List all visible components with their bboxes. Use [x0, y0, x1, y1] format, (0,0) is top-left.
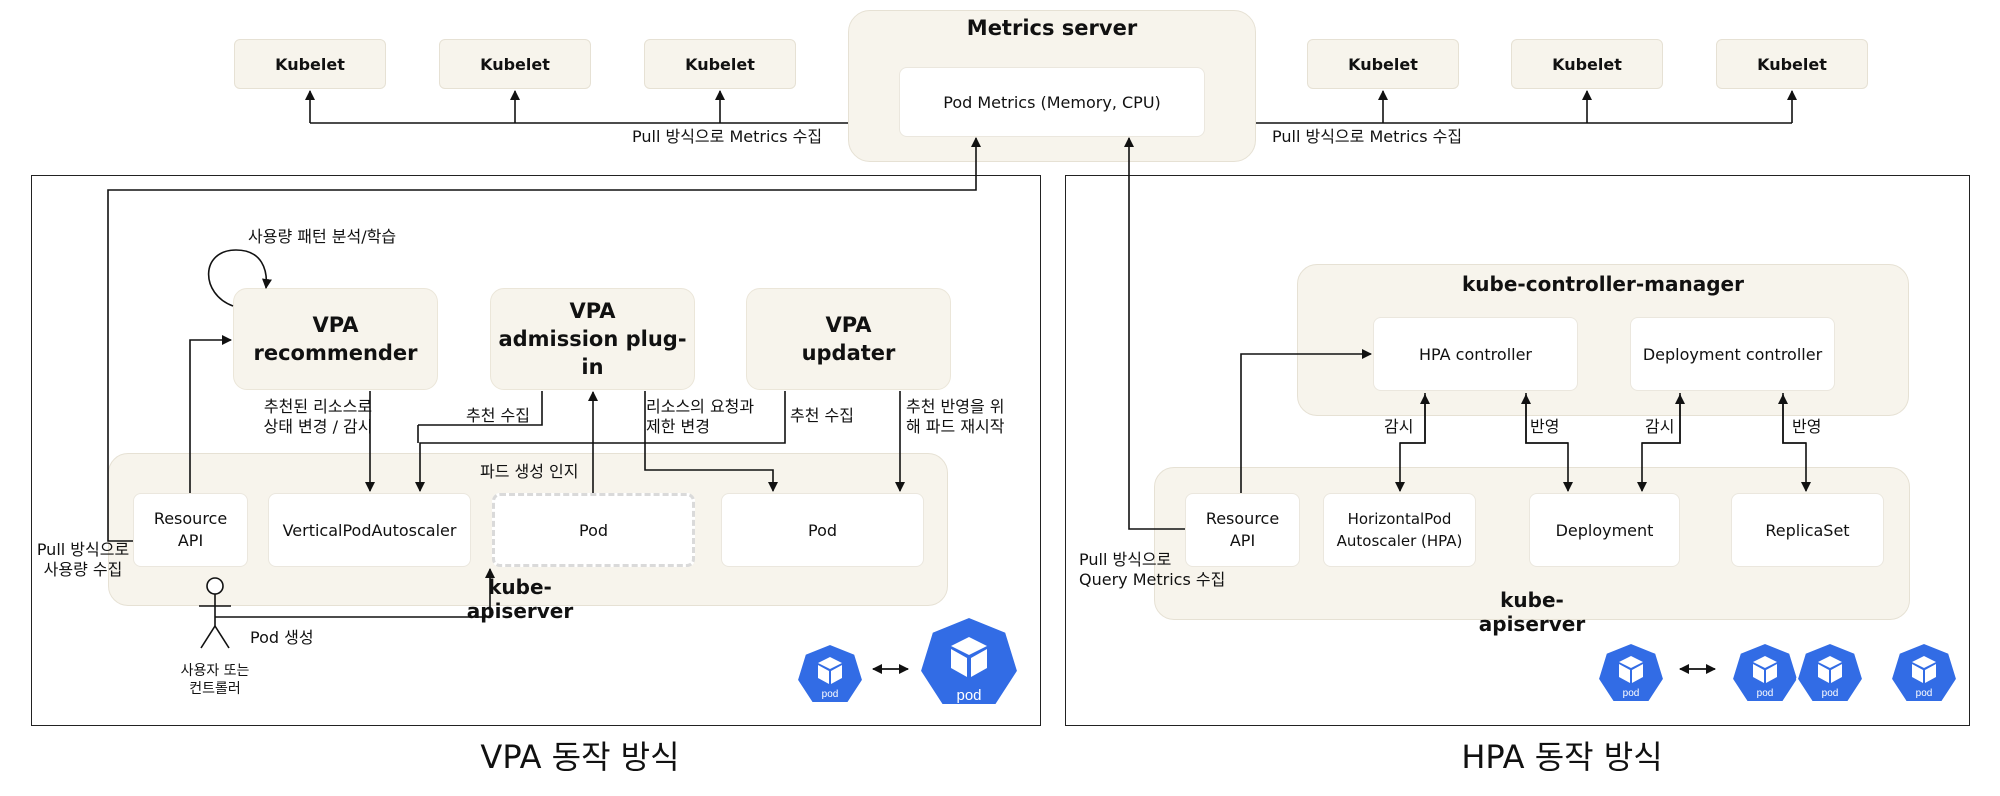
- deployment-controller: Deployment controller: [1630, 317, 1835, 391]
- hpa-pod-icon-4: pod: [1889, 641, 1959, 703]
- pod-create-label: Pod 생성: [250, 628, 314, 647]
- apply-label-2: 반영: [1792, 417, 1822, 436]
- pattern-label: 사용량 패턴 분석/학습: [248, 227, 397, 246]
- vpa-apiserver-label: kube-apiserver: [466, 575, 574, 623]
- collect-connector: [418, 391, 543, 426]
- vpa-pull-connector: [107, 137, 981, 542]
- hpa-panel: [1065, 175, 1970, 726]
- watch-label-1: 감시: [1384, 417, 1414, 436]
- vpa-updater: VPA updater: [746, 288, 951, 390]
- vpa-admission-plugin: VPA admission plug-in: [490, 288, 695, 390]
- apply-connector-2: [1782, 393, 1811, 492]
- label-restart: 추천 반영을 위 해 파드 재시작: [906, 397, 1005, 436]
- kubelet-4: Kubelet: [1307, 39, 1459, 89]
- deployment: Deployment: [1529, 493, 1680, 567]
- label-collect-2: 추천 수집: [790, 406, 854, 425]
- svg-text:pod: pod: [1916, 688, 1933, 699]
- user-label: 사용자 또는 컨트롤러: [180, 663, 250, 697]
- pod-running: Pod: [721, 493, 924, 567]
- kubelet-2: Kubelet: [439, 39, 591, 89]
- hpa-pull-connector: [1124, 137, 1185, 530]
- kubelet-5: Kubelet: [1511, 39, 1663, 89]
- kube-controller-manager-title: kube-controller-manager: [1462, 272, 1744, 296]
- pod-metrics-box: Pod Metrics (Memory, CPU): [899, 67, 1205, 137]
- resource-to-hpa-controller: [1240, 349, 1372, 493]
- hpa-pod-icon-3: pod: [1795, 641, 1865, 703]
- hpa-pod-icon-2: pod: [1730, 641, 1800, 703]
- pull-usage-label: Pull 방식으로 사용량 수집: [36, 540, 130, 579]
- svg-text:pod: pod: [1757, 688, 1774, 699]
- watch-connector-2: [1637, 393, 1681, 492]
- hpa-apiserver-label: kube-apiserver: [1478, 588, 1586, 636]
- hpa-resource-api: Resource API: [1185, 493, 1300, 567]
- label-state-change: 추천된 리소스로 상태 변경 / 감시: [263, 397, 373, 436]
- apply-label-1: 반영: [1530, 417, 1560, 436]
- admission-to-pod: [644, 391, 778, 492]
- vpa-resource-api: Resource API: [133, 493, 248, 567]
- label-pod-detect: 파드 생성 인지: [480, 462, 579, 481]
- kubelet-right-connectors: [1256, 90, 1797, 124]
- user-icon: [199, 577, 231, 649]
- replicaset: ReplicaSet: [1731, 493, 1884, 567]
- kubelet-3: Kubelet: [644, 39, 796, 89]
- recommender-self-loop: [207, 249, 272, 307]
- svg-text:pod: pod: [822, 689, 839, 700]
- pull-metrics-left-label: Pull 방식으로 Metrics 수집: [632, 127, 823, 146]
- watch-connector-1: [1395, 393, 1426, 492]
- svg-text:pod: pod: [956, 687, 981, 704]
- vpa-caption: VPA 동작 방식: [480, 738, 680, 776]
- metrics-server-title: Metrics server: [966, 16, 1138, 40]
- resource-to-recommender: [189, 335, 232, 493]
- kubelet-1: Kubelet: [234, 39, 386, 89]
- user-to-pod: [215, 568, 495, 618]
- hpa-pod-icon-1: pod: [1596, 641, 1666, 703]
- svg-text:pod: pod: [1822, 688, 1839, 699]
- pull-query-label: Pull 방식으로 Query Metrics 수집: [1079, 550, 1226, 589]
- hpa-controller: HPA controller: [1373, 317, 1578, 391]
- label-limit-change: 리소스의 요청과 제한 변경: [646, 397, 755, 436]
- apply-connector-1: [1525, 393, 1573, 492]
- label-collect-1: 추천 수집: [466, 406, 530, 425]
- hpa-caption: HPA 동작 방식: [1461, 738, 1663, 776]
- watch-label-2: 감시: [1645, 417, 1675, 436]
- pod-icon-small: pod: [795, 642, 865, 704]
- pod-pending: Pod: [492, 493, 695, 567]
- kubelet-6: Kubelet: [1716, 39, 1868, 89]
- vertical-pod-autoscaler: VerticalPodAutoscaler: [268, 493, 471, 567]
- horizontal-pod-autoscaler: HorizontalPod Autoscaler (HPA): [1323, 493, 1476, 567]
- vpa-recommender: VPA recommender: [233, 288, 438, 390]
- kubelet-left-connectors: [305, 90, 848, 124]
- vpa-panel: [31, 175, 1041, 726]
- svg-text:pod: pod: [1623, 688, 1640, 699]
- pod-icon-large: pod: [918, 615, 1020, 706]
- pull-metrics-right-label: Pull 방식으로 Metrics 수집: [1272, 127, 1463, 146]
